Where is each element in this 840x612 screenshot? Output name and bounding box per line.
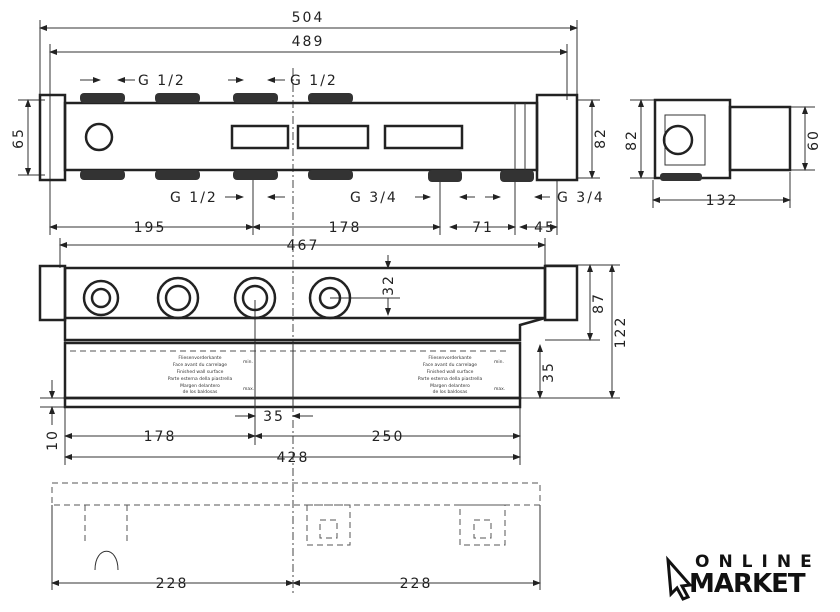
label-line: Parte esterna della piastrella bbox=[168, 376, 233, 382]
dim-489: 489 bbox=[292, 34, 325, 50]
label-line: Face avant du carrelage bbox=[423, 362, 477, 368]
side-view bbox=[653, 98, 792, 181]
dim-178-front: 178 bbox=[144, 429, 177, 445]
min-label: min. bbox=[243, 359, 253, 365]
min-label: min. bbox=[494, 359, 504, 365]
dim-132: 132 bbox=[706, 193, 739, 209]
front-view bbox=[38, 264, 579, 410]
label-line: Margen delantero bbox=[180, 383, 220, 389]
dim-45: 45 bbox=[534, 220, 556, 236]
dim-82: 82 bbox=[593, 127, 609, 149]
bottom-view bbox=[51, 482, 541, 571]
dim-thread: G 1/2 bbox=[290, 73, 338, 89]
dim-thread: G 1/2 bbox=[138, 73, 186, 89]
label-line: de los baldosas bbox=[183, 389, 218, 395]
dimension-labels: 504 489 G 1/2 G 1/2 G 1/2 G 3/4 G 3/4 65… bbox=[11, 10, 822, 592]
tile-label-left: Fliesenvorderkante Face avant du carrela… bbox=[168, 355, 255, 395]
dim-228-left: 228 bbox=[156, 576, 189, 592]
dim-side-82: 82 bbox=[624, 129, 640, 151]
dim-71: 71 bbox=[472, 220, 494, 236]
online-market-logo: ONLINE MARKET bbox=[665, 552, 815, 602]
label-line: Face avant du carrelage bbox=[173, 362, 227, 368]
dimension-lines bbox=[25, 25, 808, 586]
dim-178: 178 bbox=[329, 220, 362, 236]
dim-thread: G 1/2 bbox=[170, 190, 218, 206]
top-view bbox=[38, 93, 579, 182]
dim-35-horizontal: 35 bbox=[263, 409, 285, 425]
dim-thread: G 3/4 bbox=[350, 190, 398, 206]
dim-467: 467 bbox=[287, 238, 320, 254]
dim-thread: G 3/4 bbox=[557, 190, 605, 206]
dim-228-right: 228 bbox=[400, 576, 433, 592]
dim-65: 65 bbox=[11, 127, 27, 149]
dim-504: 504 bbox=[292, 10, 325, 26]
dim-195: 195 bbox=[134, 220, 167, 236]
label-line: Fliesenvorderkante bbox=[178, 355, 221, 361]
dim-10: 10 bbox=[45, 429, 61, 451]
dim-35-vertical: 35 bbox=[541, 361, 557, 383]
max-label: max. bbox=[494, 387, 505, 392]
label-line: Finished wall surface bbox=[427, 369, 474, 375]
label-line: Fliesenvorderkante bbox=[428, 355, 471, 361]
logo-line1: ONLINE bbox=[695, 552, 821, 572]
tile-label-right: Fliesenvorderkante Face avant du carrela… bbox=[418, 355, 506, 395]
max-label: max. bbox=[243, 387, 254, 392]
cursor-logo-icon bbox=[666, 555, 693, 601]
label-line: Parte esterna della piastrella bbox=[418, 376, 483, 382]
label-line: Finished wall surface bbox=[177, 369, 224, 375]
dim-122: 122 bbox=[613, 316, 629, 349]
dim-428: 428 bbox=[277, 450, 310, 466]
dim-87: 87 bbox=[591, 292, 607, 314]
dim-32: 32 bbox=[381, 274, 397, 296]
dim-side-60: 60 bbox=[806, 129, 822, 151]
dim-250: 250 bbox=[372, 429, 405, 445]
label-line: de los baldosas bbox=[433, 389, 468, 395]
logo-line2: MARKET bbox=[689, 569, 806, 599]
label-line: Margen delantero bbox=[430, 383, 470, 389]
